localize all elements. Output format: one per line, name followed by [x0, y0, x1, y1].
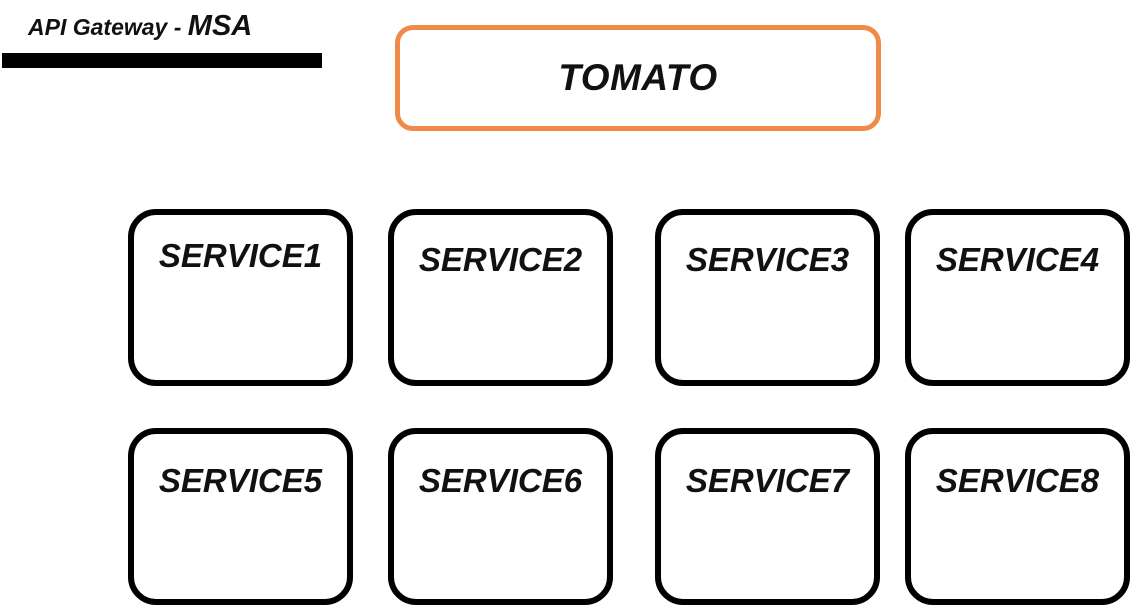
- heading-text-msa: MSA: [187, 10, 253, 42]
- service-node-7: SERVICE7: [655, 428, 880, 605]
- service-node-5: SERVICE5: [128, 428, 353, 605]
- diagram-heading: API Gateway - MSA: [28, 10, 252, 43]
- gateway-label: TOMATO: [558, 57, 718, 98]
- service-node-2: SERVICE2: [388, 209, 613, 386]
- service-node-1: SERVICE1: [128, 209, 353, 386]
- gateway-node: TOMATO: [395, 25, 881, 131]
- service-label: SERVICE2: [418, 241, 583, 278]
- service-label: SERVICE3: [685, 241, 850, 278]
- service-label: SERVICE6: [418, 462, 583, 499]
- service-node-8: SERVICE8: [905, 428, 1130, 605]
- service-label: SERVICE5: [158, 462, 323, 499]
- service-label: SERVICE1: [158, 237, 323, 274]
- heading-underline: [2, 53, 322, 68]
- service-node-3: SERVICE3: [655, 209, 880, 386]
- service-label: SERVICE4: [935, 241, 1100, 278]
- service-label: SERVICE7: [685, 462, 850, 499]
- service-node-4: SERVICE4: [905, 209, 1130, 386]
- service-label: SERVICE8: [935, 462, 1100, 499]
- heading-text-api-gateway: API Gateway -: [28, 14, 188, 40]
- service-node-6: SERVICE6: [388, 428, 613, 605]
